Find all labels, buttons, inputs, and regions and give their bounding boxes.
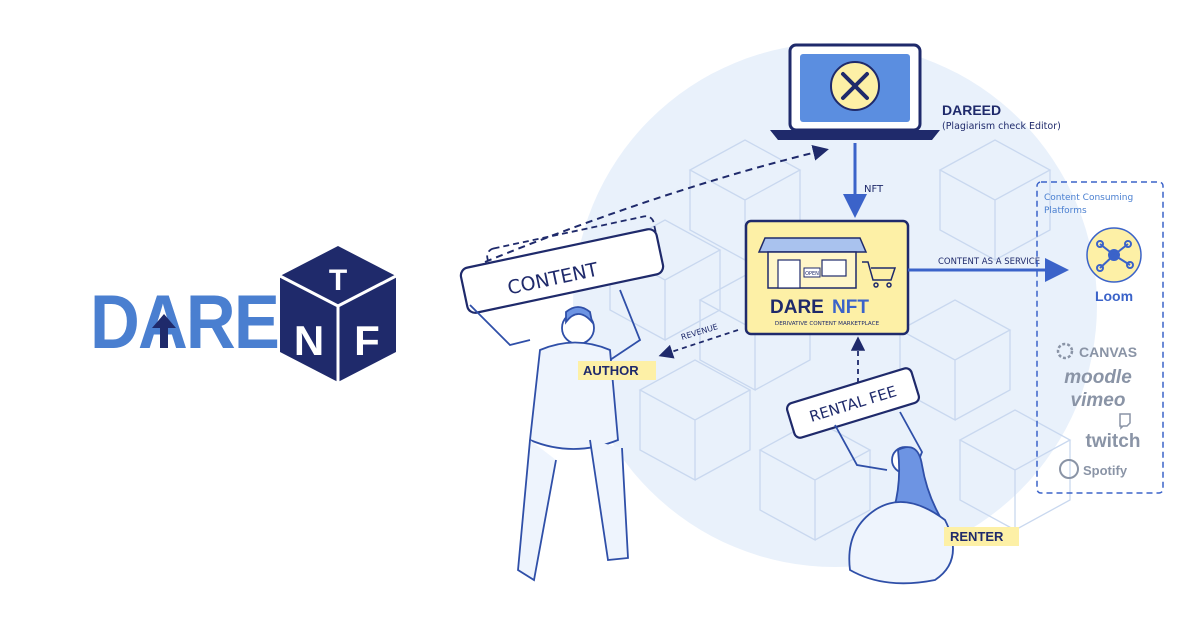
- spotify-label: Spotify: [1083, 463, 1128, 478]
- wrench-screwdriver-icon: [841, 72, 869, 100]
- content-sign: [459, 228, 665, 314]
- content-as-service-label: CONTENT AS A SERVICE: [938, 257, 1040, 267]
- marketplace-name-nft: NFT: [832, 297, 869, 318]
- platforms-heading-line2: Platforms: [1044, 206, 1087, 216]
- logo-brand-text: DARE: [90, 280, 278, 365]
- dare-nft-logo: DARE T N F: [90, 246, 397, 382]
- platforms-box: [1036, 181, 1164, 494]
- marketplace-name-dare: DARE: [770, 297, 824, 318]
- canvas-label: CANVAS: [1079, 344, 1137, 360]
- author-tag: AUTHOR: [583, 363, 639, 378]
- revenue-arrow: [658, 329, 739, 359]
- loom-label: Loom: [1095, 288, 1133, 304]
- marketplace-box: OPEN DARE NFT DERIVATIVE CONTENT MARKETP…: [744, 219, 910, 336]
- spotify-logo: Spotify: [1059, 459, 1128, 479]
- canvas-icon: [1056, 342, 1074, 360]
- twitch-label: twitch: [1086, 431, 1141, 452]
- platforms-heading-line1: Content Consuming: [1044, 193, 1133, 203]
- loom-network-icon: [1096, 240, 1134, 272]
- logo-cube-letter-f: F: [354, 317, 380, 364]
- author-tag-bg: [578, 361, 656, 380]
- moodle-label: moodle: [1064, 367, 1132, 388]
- dareed-subtitle: (Plagiarism check Editor): [942, 121, 1061, 132]
- twitch-icon: [1119, 413, 1131, 430]
- spotify-icon: [1059, 459, 1079, 479]
- logo-cube-letter-n: N: [294, 317, 324, 364]
- logo-cube-letter-t: T: [329, 264, 347, 297]
- marketplace-tagline: DERIVATIVE CONTENT MARKETPLACE: [775, 321, 880, 327]
- renter-tag-bg: [944, 527, 1019, 546]
- logo-cube-left: [280, 276, 338, 382]
- dareed-title: DAREED: [942, 102, 1001, 118]
- rental-fee-sign: [785, 367, 921, 439]
- logo-up-arrow-icon: [152, 314, 176, 348]
- canvas-logo: CANVAS: [1056, 342, 1137, 360]
- nft-label: NFT: [864, 184, 884, 195]
- shop-open-sign: OPEN: [805, 271, 819, 277]
- twitch-logo: twitch: [1086, 413, 1141, 452]
- vimeo-label: vimeo: [1071, 390, 1126, 411]
- logo-cube-right: [338, 276, 396, 382]
- content-to-dareed-arrow: [484, 144, 829, 263]
- renter-tag: RENTER: [950, 529, 1004, 544]
- dareed-laptop: [770, 43, 940, 140]
- shopping-cart-icon: [862, 261, 897, 288]
- renter-figure: [834, 411, 954, 585]
